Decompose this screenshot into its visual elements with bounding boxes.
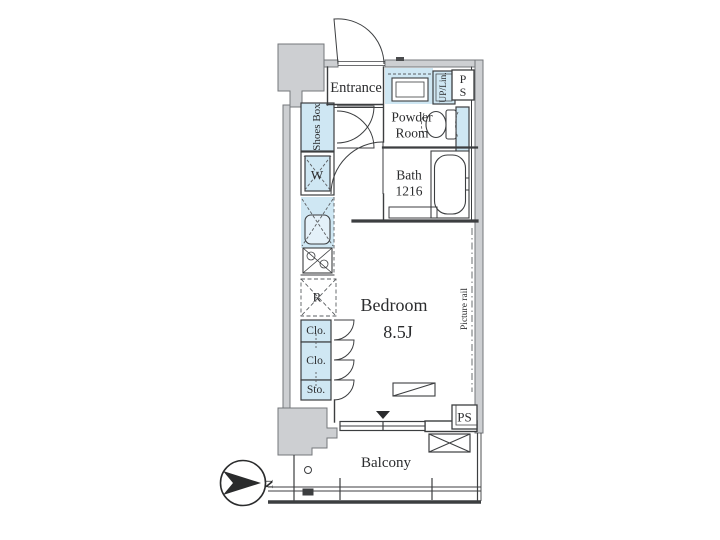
ps-top-label-s: S — [460, 85, 467, 99]
washbasin-bowl — [395, 81, 425, 98]
toilet-cabinet-front — [455, 111, 459, 139]
entrance-label: Entrance — [330, 80, 382, 96]
desk-symbol — [392, 382, 436, 397]
stove-burner-2 — [319, 259, 329, 269]
closet-door-1 — [333, 319, 355, 341]
washer-cross — [303, 155, 332, 192]
ac-unit-cross — [428, 433, 471, 453]
doors — [330, 18, 404, 401]
washbasin-outer — [391, 77, 429, 102]
closet-door-4 — [333, 379, 355, 401]
dashed-details — [300, 73, 473, 392]
compass-north-indicator: N — [219, 459, 276, 507]
door-closer-mark — [396, 57, 404, 61]
bath-door-swing — [330, 141, 384, 195]
desk-diagonal — [392, 382, 436, 397]
exterior-wall-left — [282, 104, 291, 409]
toilet-bowl — [425, 110, 447, 139]
pillar-top-left — [277, 43, 325, 108]
stove-burner-1 — [306, 251, 316, 261]
balcony-area — [268, 433, 482, 504]
bath-label: Bath — [396, 168, 422, 183]
closet-door-2 — [333, 339, 355, 361]
shoes-box-door-lower — [336, 110, 375, 149]
exterior-wall-right — [474, 59, 484, 434]
toilet-side-cabinet — [455, 106, 470, 153]
toilet-tank — [445, 109, 457, 140]
compass-needle-icon — [223, 471, 261, 495]
equipment — [302, 73, 470, 274]
compass-north-label: N — [262, 480, 276, 489]
up-lin-label: UP/Lin. — [439, 72, 449, 102]
railing-fitting — [302, 488, 314, 496]
pipe-shafts — [451, 69, 478, 430]
balcony-drain — [304, 466, 312, 474]
pipe-shaft-bottom-inner — [455, 405, 477, 426]
entrance-door-swing — [333, 18, 385, 65]
washer-label: W — [311, 168, 324, 183]
kitchen-sink — [304, 214, 331, 245]
storage-label: Sto. — [307, 384, 325, 396]
toilet-bowl-dash — [421, 112, 425, 138]
closet-2-label: Clo. — [306, 355, 326, 367]
compass-circle — [219, 459, 267, 507]
fridge-label: R — [313, 290, 322, 305]
closet-1-label: Clo. — [306, 325, 326, 337]
shoes-box-door-upper — [336, 105, 375, 144]
structure-gray — [277, 43, 484, 456]
stove-hatch — [302, 247, 333, 274]
upper-cabinet-cross — [301, 198, 334, 247]
bedroom-label: Bedroom — [361, 295, 428, 315]
closet-door-3 — [333, 359, 355, 381]
fridge-cross — [300, 278, 337, 317]
window-area — [339, 411, 426, 432]
ac-unit-outline — [428, 433, 471, 453]
balcony-label: Balcony — [361, 455, 411, 471]
labels: Entrance Powder Room Bath 1216 Bedroom 8… — [306, 72, 471, 471]
picture-rail-label: Picture rail — [460, 288, 470, 330]
powder-room-label-2: Room — [395, 126, 429, 141]
pipe-shaft-top — [451, 69, 475, 101]
bath-counter — [388, 206, 438, 219]
powder-room-label-1: Powder — [391, 110, 433, 125]
bedroom-size-label: 8.5J — [383, 322, 413, 342]
shoes-box-label: Shoes Box — [311, 103, 323, 151]
bathtub-inner — [433, 154, 467, 215]
window-marker-icon — [376, 411, 390, 419]
ps-top-label-p: P — [460, 72, 467, 86]
top-wall-right-segment — [384, 59, 478, 68]
fridge-space — [300, 278, 337, 317]
pillar-bottom-left — [277, 407, 338, 456]
ps-bottom-label: PS — [457, 410, 471, 425]
shoes-box — [300, 102, 335, 152]
bath-size-label: 1216 — [396, 184, 423, 199]
top-wall-left-segment — [323, 59, 339, 68]
